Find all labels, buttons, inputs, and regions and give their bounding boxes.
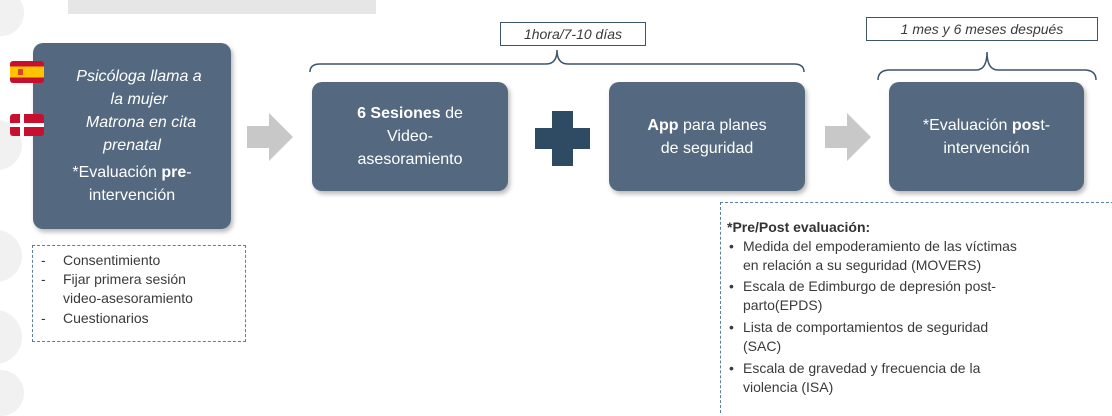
- background-circle: [0, 230, 22, 282]
- background-circle: [0, 310, 22, 364]
- box3-line2: de seguridad: [660, 139, 754, 157]
- box4-bold: pos: [1011, 116, 1041, 134]
- box1-eval-text: *Evaluación: [72, 164, 162, 181]
- box4-post: t-: [1040, 116, 1051, 134]
- bullet-dot: •: [729, 238, 734, 254]
- bullet-dot: •: [729, 278, 734, 294]
- list-bullet: -: [41, 310, 46, 326]
- eval-item-line: Escala de gravedad y frecuencia de la: [743, 360, 981, 376]
- box1-line4: prenatal: [103, 137, 161, 154]
- denmark-flag-icon: [10, 114, 44, 136]
- list-item-text: Cuestionarios: [63, 310, 149, 326]
- list-bullet: -: [41, 252, 46, 268]
- background-circle: [0, 0, 24, 36]
- box1-eval-bold: pre: [161, 164, 187, 181]
- right-timeline-label: 1 mes y 6 meses después: [866, 17, 1098, 41]
- box3-bold: App: [647, 116, 679, 134]
- box3-line1: App para planes: [647, 114, 766, 137]
- box2-bold: 6 Sesiones: [357, 105, 441, 122]
- bullet-dot: •: [729, 360, 734, 376]
- eval-item-line: Medida del empoderamiento de las víctima…: [743, 238, 1017, 254]
- right-timeline-bracket: [877, 51, 1097, 81]
- eval-item-line: en relación a su seguridad (MOVERS): [743, 257, 982, 273]
- background-circle: [0, 370, 24, 416]
- list-item-text: Fijar primera sesión: [63, 271, 186, 287]
- box4-line2: intervención: [943, 139, 1030, 157]
- evaluation-panel: *Pre/Post evaluación: • Medida del empod…: [720, 202, 1112, 413]
- post-evaluation-box: *Evaluación post- intervención: [889, 82, 1084, 191]
- box4-pre: *Evaluación: [922, 116, 1012, 134]
- box1-line6: intervención: [88, 187, 176, 204]
- right-arrow-icon: [247, 113, 293, 161]
- video-sessions-box: 6 Sesiones de Video- asesoramiento: [312, 82, 508, 191]
- list-bullet: -: [41, 271, 46, 287]
- box1-line1: Psicóloga llama a: [76, 68, 202, 85]
- preparation-list: - Consentimiento - Fijar primera sesión …: [32, 245, 246, 342]
- plus-icon: [535, 111, 590, 166]
- box2-line1: 6 Sesiones de: [357, 102, 463, 125]
- middle-timeline-label: 1hora/7-10 días: [500, 22, 646, 46]
- initial-contact-box: Psicóloga llama a la mujer Matrona en ci…: [33, 43, 231, 229]
- eval-item-line: Lista de comportamientos de seguridad: [743, 319, 989, 335]
- box1-line2: la mujer: [110, 91, 168, 108]
- top-banner-strip: [68, 0, 376, 14]
- box1-line3: Matrona en cita: [85, 114, 197, 131]
- box1-evaluation-line: *Evaluación pre-: [72, 161, 191, 184]
- eval-item-line: parto(EPDS): [743, 297, 823, 313]
- box2-rest: de: [440, 105, 463, 122]
- spain-flag-icon: [10, 61, 44, 83]
- safety-app-box: App para planes de seguridad: [609, 82, 805, 191]
- middle-timeline-bracket: [309, 49, 805, 73]
- list-item-text: Consentimiento: [63, 252, 161, 268]
- box1-eval-suffix: -: [186, 164, 192, 181]
- box2-line2: Video-: [387, 128, 433, 145]
- list-item-text: video-asesoramiento: [63, 290, 193, 306]
- box4-line1: *Evaluación post-: [923, 114, 1050, 137]
- eval-item-line: (SAC): [743, 338, 782, 354]
- box2-line3: asesoramiento: [357, 151, 463, 168]
- bullet-dot: •: [729, 319, 734, 335]
- evaluation-panel-title: *Pre/Post evaluación:: [727, 219, 871, 235]
- eval-item-line: violencia (ISA): [743, 379, 834, 395]
- box3-rest: para planes: [678, 116, 767, 134]
- eval-item-line: Escala de Edimburgo de depresión post-: [743, 278, 996, 294]
- right-arrow-icon: [825, 113, 871, 161]
